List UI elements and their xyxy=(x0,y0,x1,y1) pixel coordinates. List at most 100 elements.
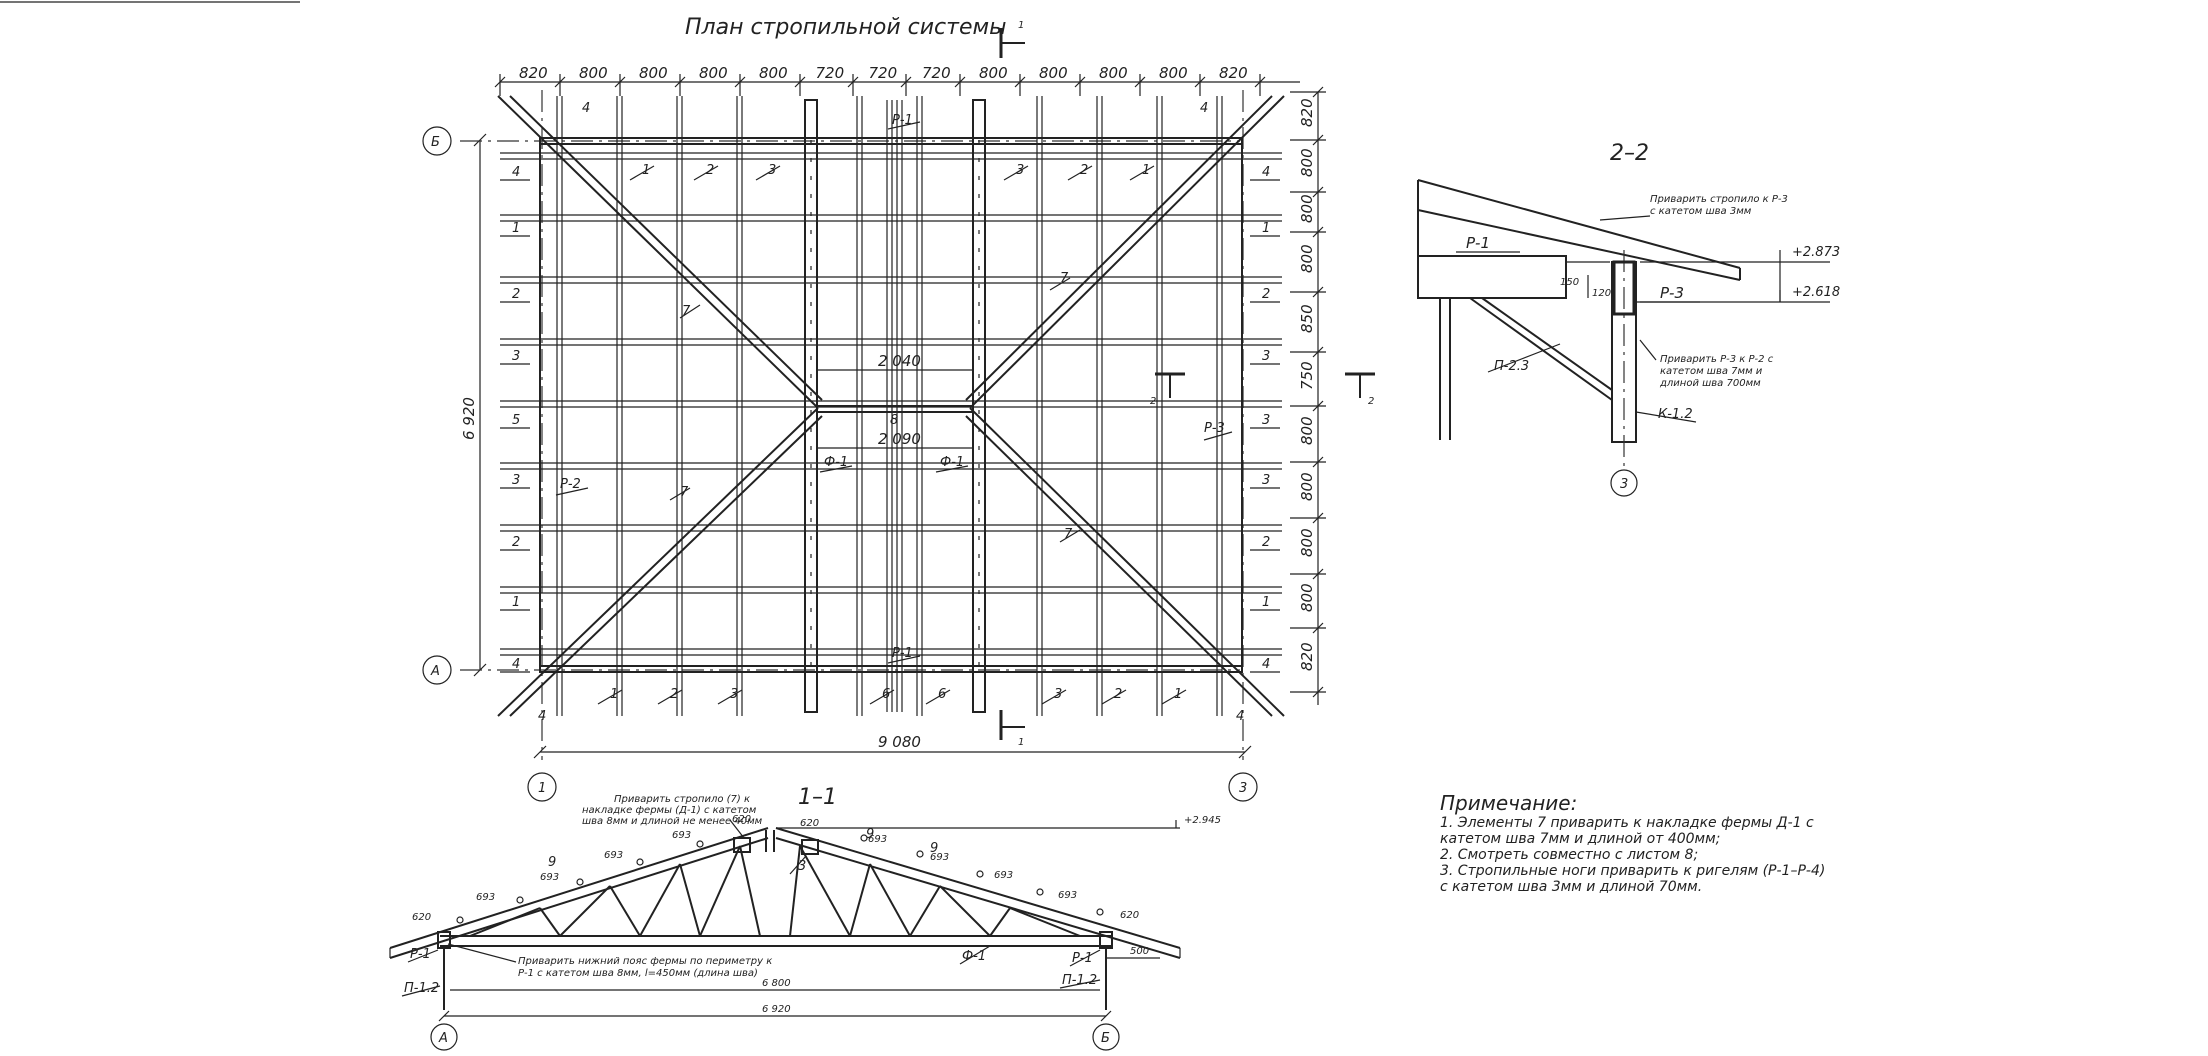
truss-member xyxy=(909,885,941,937)
rafter-label: 1 xyxy=(1262,595,1270,610)
svg-text:2: 2 xyxy=(1368,396,1374,407)
top-dim-value: 800 xyxy=(759,64,788,82)
right-dim-value: 800 xyxy=(1298,148,1316,177)
top-dim-value: 820 xyxy=(519,64,548,82)
section-22-title: 2–2 xyxy=(1610,141,1649,166)
section-11-title: 1–1 xyxy=(798,785,837,810)
plan-outline xyxy=(539,137,1243,673)
top-dimension-ticks xyxy=(494,74,1266,96)
svg-text:7: 7 xyxy=(680,485,689,500)
connector-node xyxy=(456,916,464,924)
s11-elev: +2.945 xyxy=(1184,815,1221,826)
rafter-label: 4 xyxy=(512,657,520,672)
leader-line xyxy=(693,165,719,181)
top-dim-value: 720 xyxy=(922,64,951,82)
svg-text:7: 7 xyxy=(682,304,691,319)
axis-bubble-3: 3 xyxy=(1228,772,1258,802)
s22-dim-120: 120 xyxy=(1592,288,1611,299)
s22-label-p1: Р-1 xyxy=(1466,234,1490,252)
truss-member xyxy=(609,885,641,937)
top-dim-value: 800 xyxy=(1039,64,1068,82)
rafter-label: 4 xyxy=(512,165,520,180)
overall-height-dim: 6 920 xyxy=(460,397,478,440)
roof-plan: План стропильной системы 1 1 2 2 820 800 8… xyxy=(422,15,1375,802)
leader-line xyxy=(629,165,655,181)
right-dimension-ticks xyxy=(1290,86,1326,698)
connector-node xyxy=(516,896,524,904)
connector-node xyxy=(1096,908,1104,916)
truss-member xyxy=(559,885,611,937)
section-mark-2-left: 2 xyxy=(1150,372,1185,407)
leader-line xyxy=(925,689,951,705)
hip-rafters xyxy=(497,95,1285,717)
top-dim-value: 720 xyxy=(869,64,898,82)
section-2-2: 2–2 +2.873 +2.618 Приварить стропило к Р… xyxy=(1417,141,1840,497)
svg-text:Р-1: Р-1 xyxy=(892,113,913,128)
roof-slope-top xyxy=(1417,179,1741,269)
beam-p3 xyxy=(1612,260,1636,316)
svg-text:Ф-1: Ф-1 xyxy=(940,455,964,470)
top-dim-value: 800 xyxy=(1099,64,1128,82)
leader-line xyxy=(1101,689,1127,705)
leader-line xyxy=(1003,165,1029,181)
svg-text:3: 3 xyxy=(1239,781,1247,796)
svg-text:7: 7 xyxy=(1060,271,1069,286)
truss-member xyxy=(869,863,911,937)
ridge-block-right xyxy=(801,839,819,855)
central-trusses xyxy=(804,99,986,713)
rafter-label: 2 xyxy=(706,163,714,178)
top-dim-value: 820 xyxy=(1219,64,1248,82)
right-dim-value: 800 xyxy=(1298,194,1316,223)
s11-dim-6800: 6 800 xyxy=(762,978,791,989)
section-mark-2-right: 2 xyxy=(1345,372,1375,407)
beam-p1 xyxy=(1417,255,1567,299)
rafter-label: 4 xyxy=(1262,165,1270,180)
right-dim-value: 800 xyxy=(1298,528,1316,557)
s11-axis-a: А xyxy=(438,1031,448,1046)
truss-f1-right xyxy=(972,99,986,713)
truss-web xyxy=(456,834,1104,937)
connector-node xyxy=(636,858,644,866)
top-chord-left xyxy=(389,827,769,949)
top-dim-value: 800 xyxy=(639,64,668,82)
svg-text:1: 1 xyxy=(1018,20,1024,31)
s22-label-p3: Р-3 xyxy=(1660,284,1684,302)
rafter-label: 2 xyxy=(1114,687,1122,702)
top-dim-value: 800 xyxy=(579,64,608,82)
s11-dim-value: 693 xyxy=(540,872,559,883)
connector-node xyxy=(696,840,704,848)
s11-label-3: 3 xyxy=(798,859,806,874)
rafter-label: 4 xyxy=(1262,657,1270,672)
s11-dim-value: 620 xyxy=(412,912,431,923)
s22-axis: 3 xyxy=(1620,477,1628,492)
svg-text:7: 7 xyxy=(1064,527,1073,542)
leader-line xyxy=(657,689,683,705)
rafter-label: 3 xyxy=(512,349,520,364)
plan-title: План стропильной системы xyxy=(685,15,1006,40)
s11-axis-bubble-a xyxy=(430,1023,458,1051)
s11-note2: Приварить нижний пояс фермы по периметру… xyxy=(518,956,772,967)
s11-label-p12-left: П-1.2 xyxy=(404,981,439,996)
connector-node xyxy=(860,834,868,842)
brace-p23 xyxy=(1469,297,1613,401)
s22-note1b: с катетом шва 3мм xyxy=(1650,206,1752,217)
plan-leader-labels: Р-1 Р-1 Р-3 Р-2 Ф-1 Ф-1 7 7 7 7 xyxy=(555,113,1233,664)
s22-label-k12: К-1.2 xyxy=(1658,407,1693,422)
rafter-label: 1 xyxy=(610,687,618,702)
top-chord-right xyxy=(775,827,1181,949)
rafter-label: 3 xyxy=(512,473,520,488)
s11-axis-b: Б xyxy=(1101,1031,1110,1046)
right-dim-value: 800 xyxy=(1298,416,1316,445)
truss-member xyxy=(789,845,801,937)
leader-line xyxy=(1041,689,1067,705)
rafter-label: 1 xyxy=(512,595,520,610)
s11-label-9a: 9 xyxy=(548,855,556,870)
rafter-label: 6 xyxy=(938,687,946,702)
